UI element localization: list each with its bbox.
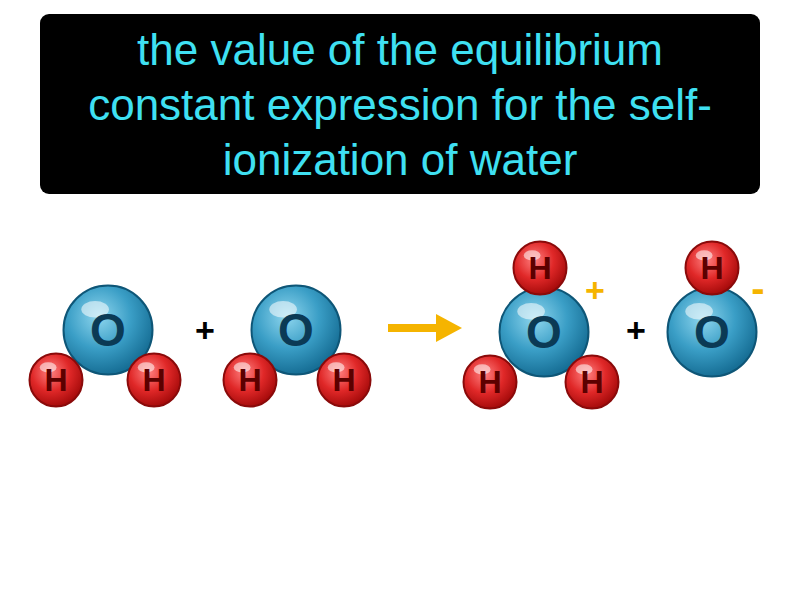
atom-symbol: H [28, 352, 84, 408]
atom-symbol: H [512, 240, 568, 296]
atom-symbol: H [222, 352, 278, 408]
hydrogen-atom: H [126, 352, 182, 408]
hydrogen-atom: H [512, 240, 568, 296]
reaction-arrow [388, 314, 462, 342]
atom-symbol: H [564, 354, 620, 410]
title-text: the value of the equilibrium constant ex… [50, 14, 750, 194]
atom-symbol: H [316, 352, 372, 408]
hydrogen-atom: H [316, 352, 372, 408]
atom-symbol: O [666, 286, 758, 378]
plus-sign: + [195, 313, 215, 347]
charge-sign: + [585, 273, 605, 307]
atom-symbol: H [462, 354, 518, 410]
hydrogen-atom: H [28, 352, 84, 408]
hydrogen-atom: H [462, 354, 518, 410]
atom-symbol: H [684, 240, 740, 296]
hydrogen-atom: H [684, 240, 740, 296]
oxygen-atom: O [666, 286, 758, 378]
atom-symbol: H [126, 352, 182, 408]
charge-sign: - [751, 268, 764, 308]
hydrogen-atom: H [564, 354, 620, 410]
hydrogen-atom: H [222, 352, 278, 408]
plus-sign: + [626, 313, 646, 347]
